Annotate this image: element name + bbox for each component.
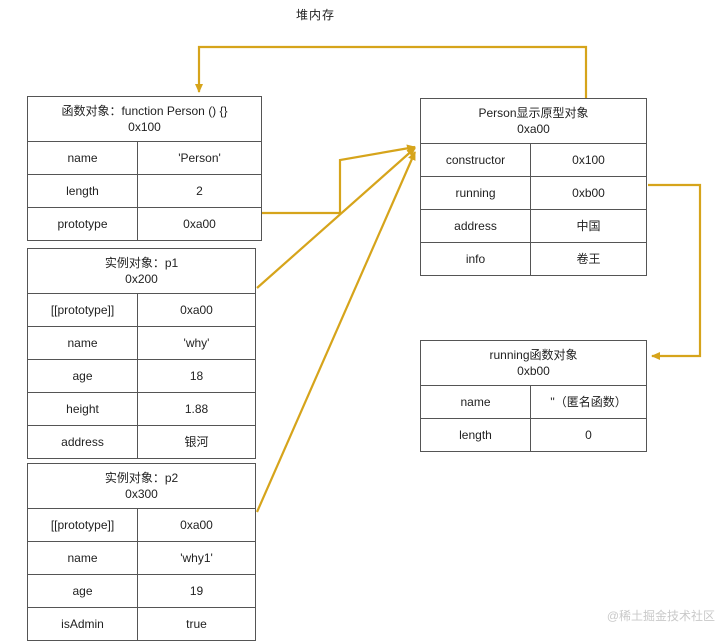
cell-key: name [421, 386, 531, 418]
cell-key: running [421, 177, 531, 209]
table-row: [[prototype]] 0xa00 [28, 294, 255, 327]
table-row: name 'why1' [28, 542, 255, 575]
node-instance-p2: 实例对象：p2 0x300 [[prototype]] 0xa00 name '… [27, 463, 256, 641]
table-row: age 18 [28, 360, 255, 393]
table-row: length 2 [28, 175, 261, 208]
watermark: @稀土掘金技术社区 [606, 609, 715, 623]
cell-key: name [28, 327, 138, 359]
table-row: name ''（匿名函数） [421, 386, 646, 419]
node-running-function-object: running函数对象 0xb00 name ''（匿名函数） length 0 [420, 340, 647, 452]
node-function-object-title-line2: 0x100 [128, 120, 161, 134]
cell-value: 0xb00 [572, 186, 605, 200]
cell-value: 19 [189, 584, 204, 598]
table-row: constructor 0x100 [421, 144, 646, 177]
cell-value: 0x100 [572, 153, 605, 167]
heap-title: 堆内存 [296, 8, 336, 22]
cell-value: 0 [585, 428, 592, 442]
cell-key: name [28, 142, 138, 174]
node-instance-p2-title-line1: 实例对象：p2 [104, 471, 179, 485]
arrow-prototype-to-proto [262, 144, 416, 215]
cell-key: isAdmin [28, 608, 138, 640]
table-row: info 卷王 [421, 243, 646, 275]
node-prototype-object-title: Person显示原型对象 0xa00 [421, 99, 646, 144]
node-running-function-object-title-line2: 0xb00 [517, 364, 550, 378]
table-row: isAdmin true [28, 608, 255, 640]
table-row: age 19 [28, 575, 255, 608]
table-row: running 0xb00 [421, 177, 646, 210]
cell-key: address [421, 210, 531, 242]
table-row: name 'why' [28, 327, 255, 360]
cell-value: true [186, 617, 207, 631]
node-prototype-object-title-line2: 0xa00 [517, 122, 550, 136]
cell-key: [[prototype]] [28, 509, 138, 541]
table-row: [[prototype]] 0xa00 [28, 509, 255, 542]
table-row: name 'Person' [28, 142, 261, 175]
node-prototype-object-title-line1: Person显示原型对象 [478, 106, 589, 120]
arrow-p1-to-proto [256, 147, 416, 289]
node-running-function-object-title: running函数对象 0xb00 [421, 341, 646, 386]
node-instance-p1-title-line1: 实例对象：p1 [104, 256, 179, 270]
arrow-running-to-function [648, 183, 702, 360]
node-instance-p1-title: 实例对象：p1 0x200 [28, 249, 255, 294]
cell-value: 'Person' [178, 151, 221, 165]
table-row: height 1.88 [28, 393, 255, 426]
cell-key: age [28, 360, 138, 392]
cell-value: 0xa00 [183, 217, 216, 231]
cell-value: 卷王 [576, 252, 601, 266]
cell-value: 18 [189, 369, 204, 383]
cell-key: length [421, 419, 531, 451]
cell-key: name [28, 542, 138, 574]
cell-key: prototype [28, 208, 138, 240]
cell-value: 中国 [576, 219, 601, 233]
cell-value: 0xa00 [180, 303, 213, 317]
cell-value: 'why1' [180, 551, 213, 565]
cell-key: [[prototype]] [28, 294, 138, 326]
cell-key: address [28, 426, 138, 458]
node-function-object-title: 函数对象：function Person () {} 0x100 [28, 97, 261, 142]
cell-value: 2 [196, 184, 203, 198]
node-instance-p2-title: 实例对象：p2 0x300 [28, 464, 255, 509]
table-row: address 银河 [28, 426, 255, 458]
cell-value: 0xa00 [180, 518, 213, 532]
node-prototype-object: Person显示原型对象 0xa00 constructor 0x100 run… [420, 98, 647, 276]
node-instance-p1: 实例对象：p1 0x200 [[prototype]] 0xa00 name '… [27, 248, 256, 459]
cell-value: 1.88 [184, 402, 209, 416]
cell-value: ''（匿名函数） [550, 395, 627, 409]
cell-value: 银河 [184, 435, 209, 449]
node-running-function-object-title-line1: running函数对象 [489, 348, 578, 362]
arrow-p2-to-proto [255, 151, 417, 513]
node-function-object-title-line1: 函数对象：function Person () {} [61, 104, 228, 118]
table-row: prototype 0xa00 [28, 208, 261, 240]
cell-key: height [28, 393, 138, 425]
cell-key: info [421, 243, 531, 275]
node-instance-p1-title-line2: 0x200 [125, 272, 158, 286]
table-row: length 0 [421, 419, 646, 451]
cell-key: age [28, 575, 138, 607]
node-function-object: 函数对象：function Person () {} 0x100 name 'P… [27, 96, 262, 241]
cell-value: 'why' [183, 336, 210, 350]
cell-key: length [28, 175, 138, 207]
table-row: address 中国 [421, 210, 646, 243]
cell-key: constructor [421, 144, 531, 176]
node-instance-p2-title-line2: 0x300 [125, 487, 158, 501]
